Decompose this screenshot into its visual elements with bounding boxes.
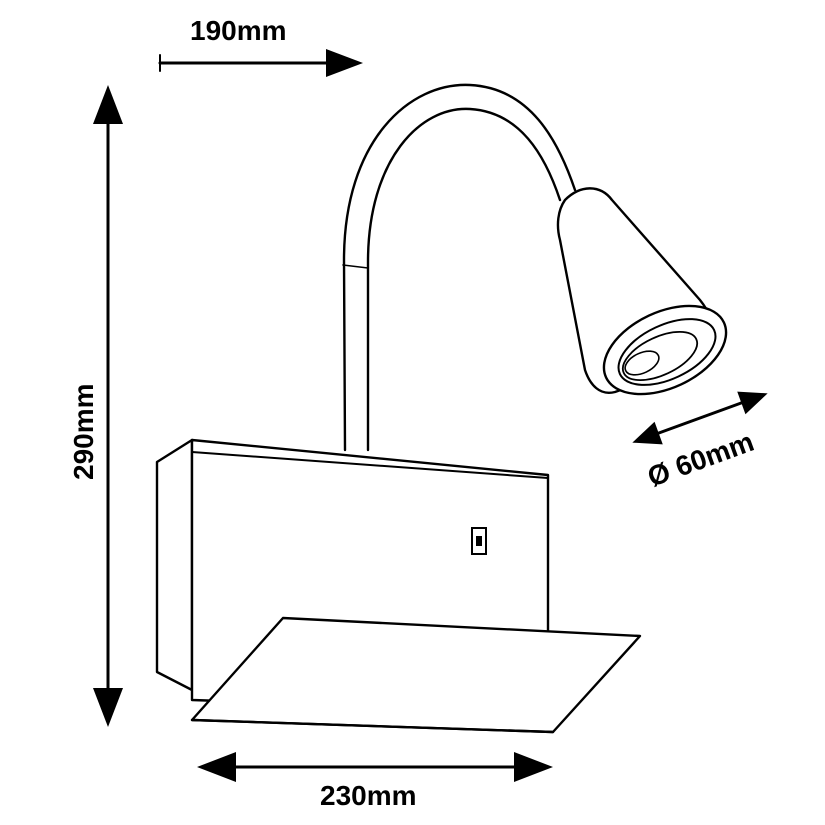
depth-dimension: 190mm [158,15,363,77]
shelf-front-edge [190,718,555,734]
width-arrow-left [197,752,236,782]
height-dimension: 290mm [68,85,123,727]
usb-port [471,527,487,555]
lamp-shade [556,187,728,396]
width-dimension: 230mm [197,752,553,811]
depth-arrow-head [326,49,363,77]
mounting-plate-side [155,438,194,692]
height-arrow-bottom [93,688,123,727]
lamp-bulb [624,350,660,376]
housing-top-edge [191,451,549,479]
lamp-bulb-ring [621,330,699,382]
gooseneck-arm-inner [366,107,562,452]
shade-diameter-label: Ø 60mm [643,426,757,493]
lamp-shade-rim [602,304,728,396]
height-label: 290mm [68,383,99,480]
shade-diameter-line [651,399,749,437]
arm-joint-line [342,264,369,269]
width-label: 230mm [320,780,417,811]
lamp-illustration [155,83,728,734]
shade-diameter-arrow-left [632,421,663,445]
depth-label: 190mm [190,15,287,46]
shade-diameter-arrow-right [737,391,768,415]
width-arrow-right [514,752,553,782]
shade-diameter-dimension [632,391,768,445]
gooseneck-arm [342,83,577,452]
height-arrow-top [93,85,123,124]
lamp-shade-opening [617,318,717,386]
